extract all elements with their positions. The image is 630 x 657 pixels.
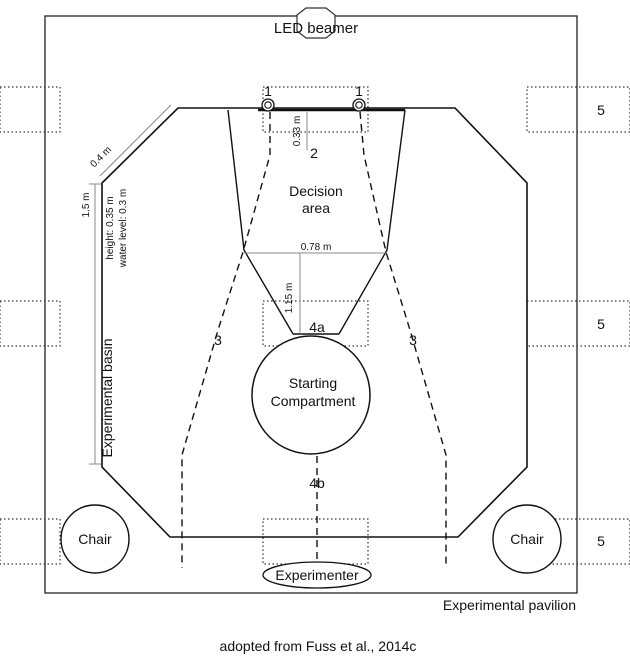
- dim-15-label: 1.5 m: [81, 192, 92, 217]
- marker-1-right-circles: [352, 98, 366, 112]
- path-3-right: [359, 111, 447, 568]
- marker-4a: 4a: [309, 319, 325, 335]
- experimenter-ellipse: [262, 561, 372, 589]
- pavilion-label: Experimental pavilion: [443, 597, 576, 613]
- dotted-box-right-mid: [526, 300, 630, 347]
- experimenter-label: Experimenter: [275, 567, 359, 583]
- marker-1-left: 1: [264, 83, 272, 99]
- experimental-basin: [101, 107, 528, 538]
- dotted-box-left-mid: [0, 300, 61, 347]
- marker-5-top: 5: [597, 102, 605, 118]
- starting-line2: Compartment: [271, 393, 356, 409]
- dotted-box-left-bottom: [0, 518, 61, 565]
- water-level-label: water level: 0.3 m: [118, 189, 129, 268]
- funnel-left: [227, 109, 294, 335]
- marker-5-mid: 5: [597, 316, 605, 332]
- chair-left-label: Chair: [78, 531, 112, 547]
- starting-compartment: [251, 335, 371, 455]
- chair-left-circle: [60, 504, 130, 574]
- marker-1-right: 1: [355, 83, 363, 99]
- marker-5-bottom: 5: [597, 533, 605, 549]
- marker-3-right: 3: [409, 332, 417, 348]
- funnel-right: [338, 109, 406, 335]
- starting-line1: Starting: [289, 375, 337, 391]
- dotted-box-bottom-center: [262, 518, 369, 565]
- caption: adopted from Fuss et al., 2014c: [220, 638, 417, 654]
- dotted-box-right-top: [526, 86, 630, 133]
- dim-078-label: 0.78 m: [301, 242, 332, 253]
- marker-2: 2: [310, 145, 318, 161]
- chair-right-circle: [492, 504, 562, 574]
- path-3-left: [181, 112, 271, 568]
- dotted-box-mid-center: [262, 300, 369, 347]
- decision-area-line2: area: [302, 200, 330, 216]
- decision-area-line1: Decision: [289, 183, 343, 199]
- dim-line-04: [99, 104, 172, 177]
- chair-right-label: Chair: [510, 531, 544, 547]
- dimension-lines: [89, 104, 387, 465]
- led-beamer-shape: [296, 7, 336, 39]
- height-label: height: 0.35 m: [105, 196, 116, 259]
- pavilion-frame: [44, 15, 578, 594]
- basin-label: Experimental basin: [99, 338, 115, 457]
- marker-4b: 4b: [309, 475, 325, 491]
- marker-1-left-circles: [261, 98, 275, 112]
- dim-115-label: 1.15 m: [284, 283, 295, 314]
- led-beamer-label: LED beamer: [274, 20, 358, 37]
- dim-033-label: 0.33 m: [292, 116, 303, 147]
- dotted-box-left-top: [0, 86, 61, 133]
- marker-3-left: 3: [214, 332, 222, 348]
